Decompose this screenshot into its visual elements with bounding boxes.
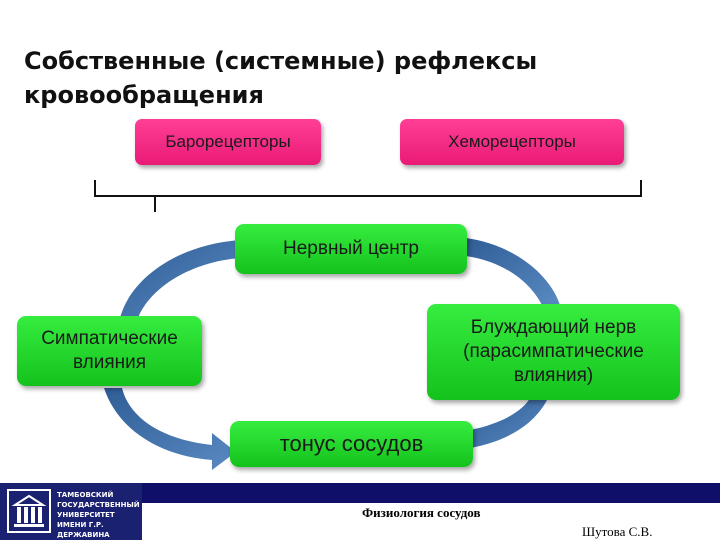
diagram-arrows [94, 180, 642, 470]
arc-center-to-vagus [466, 238, 560, 305]
footer-author: Шутова С.В. [582, 524, 653, 539]
sympathetic-box: Симпатические влияния [17, 316, 202, 386]
university-name: ТАМБОВСКИЙ ГОСУДАРСТВЕННЫЙ УНИВЕРСИТЕТ И… [57, 491, 140, 539]
footer-bar: ТАМБОВСКИЙ ГОСУДАРСТВЕННЫЙ УНИВЕРСИТЕТ И… [0, 483, 720, 540]
baroreceptors-box: Барорецепторы [135, 119, 321, 165]
arc-sympathetic-to-tone [104, 388, 236, 470]
arc-center-to-sympathetic [120, 240, 240, 318]
university-logo: ТАМБОВСКИЙ ГОСУДАРСТВЕННЫЙ УНИВЕРСИТЕТ И… [0, 483, 142, 540]
chemoreceptors-box: Хеморецепторы [400, 119, 624, 165]
arc-vagus-to-tone [470, 398, 548, 448]
receptor-bracket [94, 180, 642, 197]
university-building-icon [7, 489, 51, 533]
vascular-tone-box: тонус сосудов [230, 421, 473, 467]
footer-subject: Физиология сосудов [362, 505, 481, 520]
vagus-nerve-box: Блуждающий нерв (парасимпатические влиян… [427, 304, 680, 400]
nervous-center-box: Нервный центр [235, 224, 467, 274]
slide-title: Собственные (системные) рефлексы кровооб… [24, 47, 538, 109]
footer-white-band [142, 503, 720, 540]
